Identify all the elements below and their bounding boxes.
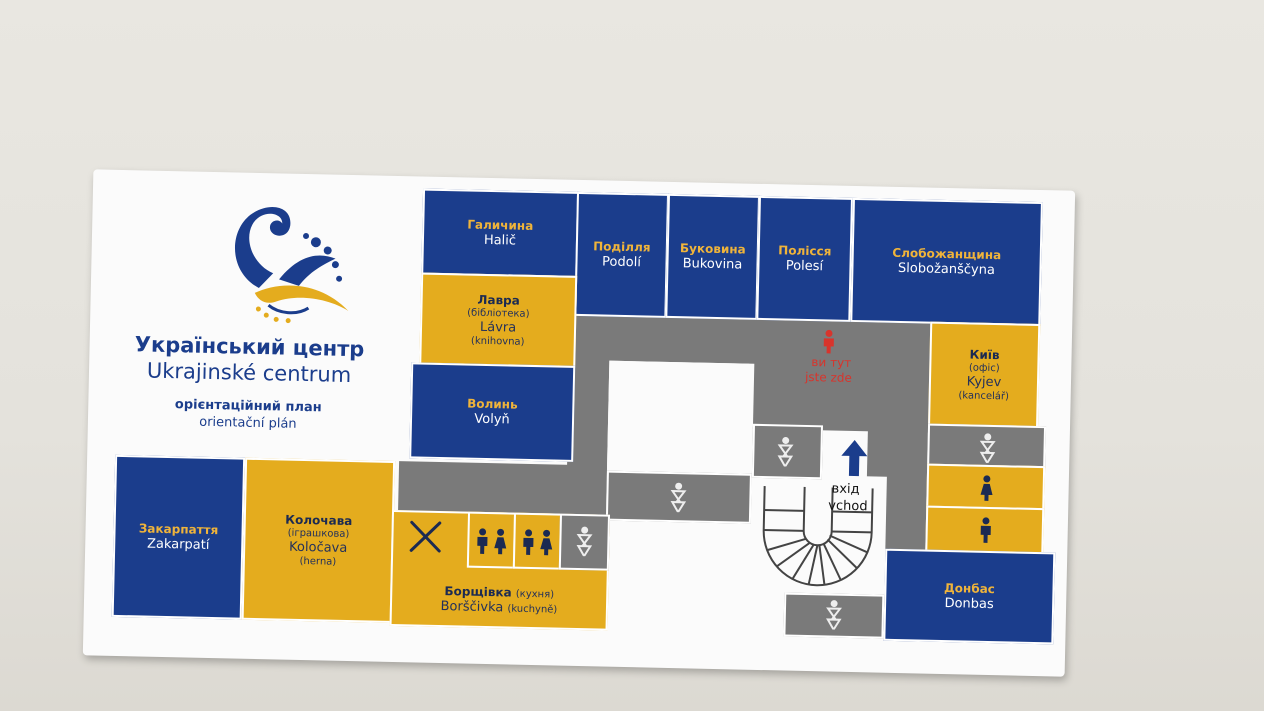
room-polesi-ua: Полісся bbox=[778, 242, 832, 258]
room-volyn-ua: Волинь bbox=[467, 396, 518, 412]
room-kolocava-ua: Колочава bbox=[285, 512, 353, 528]
room-donbas-ua: Донбас bbox=[943, 580, 996, 596]
room-slobozanscyna: Слобожанщина Slobožanščyna bbox=[850, 197, 1043, 327]
wardrobe-icon bbox=[777, 437, 794, 467]
center-title-cz: Ukrajinské centrum bbox=[146, 358, 352, 388]
dress-icon bbox=[540, 529, 553, 556]
room-halic-cz: Halič bbox=[483, 232, 517, 249]
person-icon bbox=[477, 528, 488, 554]
room-volyn: Волинь Volyň bbox=[409, 362, 576, 462]
wardrobe-icon bbox=[670, 482, 687, 513]
room-volyn-cz: Volyň bbox=[474, 411, 510, 427]
room-podoli-ua: Поділля bbox=[593, 238, 651, 255]
restroom-cell-1 bbox=[466, 511, 517, 569]
room-polesi: Полісся Polesí bbox=[756, 195, 853, 322]
person-icon bbox=[980, 517, 991, 543]
room-donbas-cz: Donbas bbox=[944, 595, 994, 612]
room-lavra-ua: Лавра bbox=[477, 292, 520, 308]
wardrobe-icon bbox=[979, 433, 996, 464]
room-zakarpati-ua: Закарпаття bbox=[138, 520, 219, 537]
room-donbas: Донбас Donbas bbox=[883, 548, 1056, 645]
wardrobe-icon bbox=[576, 526, 593, 557]
room-lavra-ua-sub: (бібліотека) bbox=[467, 307, 530, 320]
room-lavra-cz: Lávra bbox=[479, 319, 517, 336]
you-are-here-ua: ви тут bbox=[811, 355, 852, 370]
room-kyjev-cz: Kyjev bbox=[966, 373, 1002, 390]
room-polesi-cz: Polesí bbox=[785, 257, 824, 274]
spiral-staircase-icon bbox=[762, 486, 874, 587]
inner-courtyard bbox=[606, 360, 755, 474]
room-kyjev: Київ (офіс) Kyjev (kancelář) bbox=[928, 321, 1041, 429]
room-zakarpati: Закарпаття Zakarpatí bbox=[111, 454, 246, 620]
room-bukovina-cz: Bukovina bbox=[682, 255, 743, 273]
person-icon bbox=[523, 529, 534, 555]
arrow-up-icon bbox=[841, 440, 868, 477]
you-are-here-cz: jste zde bbox=[804, 369, 852, 385]
room-halic-ua: Галичина bbox=[467, 217, 534, 233]
room-kolocava-cz-sub: (herna) bbox=[299, 555, 337, 568]
orientation-sign: Український центр Ukrajinské centrum орі… bbox=[82, 169, 1076, 677]
room-lavra-cz-sub: (knihovna) bbox=[470, 335, 525, 348]
room-halic: Галичина Halič bbox=[421, 188, 580, 278]
fork-knife-icon bbox=[409, 520, 442, 553]
you-are-here-person-icon bbox=[823, 329, 834, 354]
dress-icon bbox=[494, 528, 507, 555]
room-kyjev-ua-sub: (офіс) bbox=[968, 361, 1000, 374]
room-podoli-cz: Podolí bbox=[601, 253, 642, 270]
entrance-label-cz: vchod bbox=[828, 498, 868, 515]
wardrobe-icon bbox=[826, 600, 842, 630]
room-lavra: Лавра (бібліотека) Lávra (knihovna) bbox=[419, 272, 578, 368]
room-kolocava-cz: Koločava bbox=[288, 539, 348, 556]
room-bukovina-ua: Буковина bbox=[679, 240, 746, 257]
entrance-label-ua: вхід bbox=[831, 481, 860, 498]
swan-ornament-logo bbox=[234, 207, 349, 324]
room-kyjev-cz-sub: (kancelář) bbox=[958, 389, 1010, 402]
dress-icon bbox=[980, 475, 993, 501]
room-bukovina: Буковина Bukovina bbox=[665, 193, 760, 320]
room-zakarpati-cz: Zakarpatí bbox=[146, 536, 210, 553]
room-kyjev-ua: Київ bbox=[969, 347, 1000, 362]
room-podoli: Поділля Podolí bbox=[574, 191, 670, 318]
room-slobozanscyna-cz: Slobožanščyna bbox=[897, 260, 996, 278]
room-kolocava: Колочава (іграшкова) Koločava (herna) bbox=[241, 457, 396, 623]
room-borscivka-cz: Borščivka (kuchyně) bbox=[440, 599, 558, 616]
restroom-cell-2 bbox=[512, 512, 563, 570]
